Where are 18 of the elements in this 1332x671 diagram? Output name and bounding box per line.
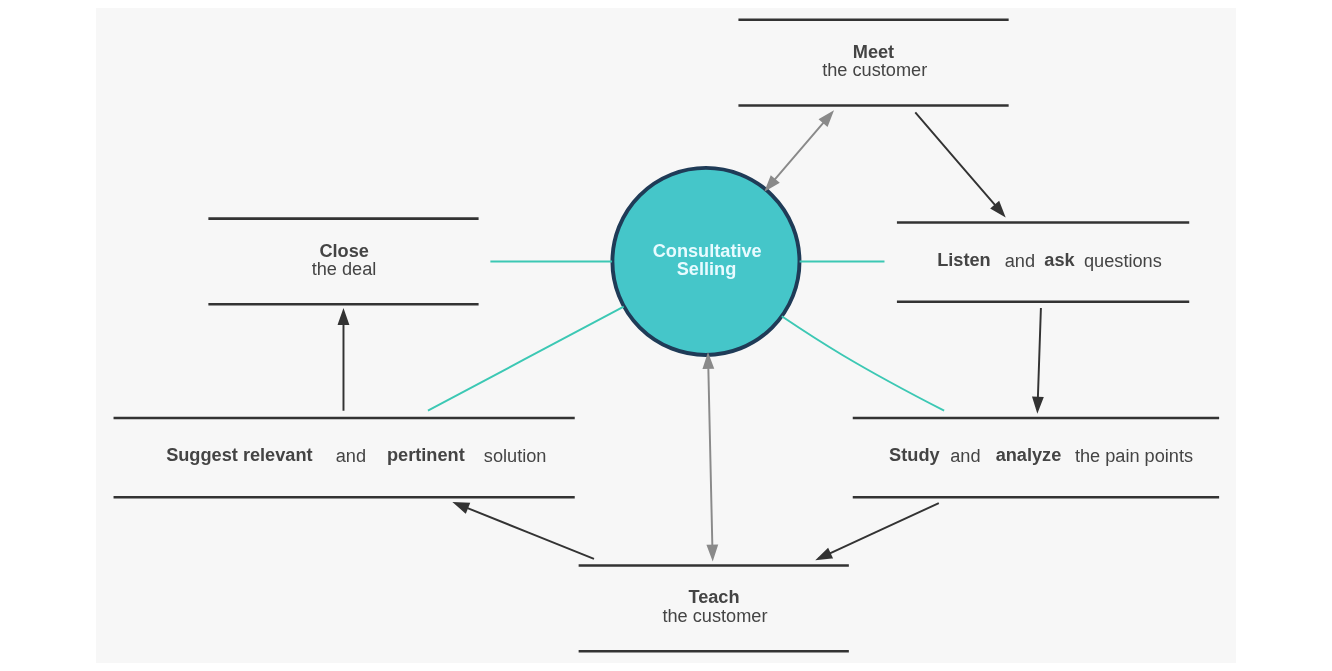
connector [426, 305, 625, 412]
node-text: Close the deal [311, 240, 377, 279]
arrow [815, 502, 940, 561]
arrow [702, 352, 719, 562]
node-text: Teach the customer [662, 587, 768, 626]
arrow [764, 110, 835, 192]
arrow [452, 502, 595, 560]
connector [780, 315, 946, 412]
arrow [914, 111, 1006, 218]
connector [798, 260, 886, 263]
node-circle: Consultative Selling [610, 165, 802, 357]
node-text: Meet the customer [822, 41, 928, 80]
arrow [1032, 307, 1044, 414]
arrow [337, 307, 350, 412]
node-text: Suggest relevant and pertinent solution [166, 445, 547, 467]
node-text: Listen and ask questions [937, 249, 1162, 271]
node-text: Study and analyze the pain points [889, 445, 1194, 467]
connector [489, 260, 614, 263]
